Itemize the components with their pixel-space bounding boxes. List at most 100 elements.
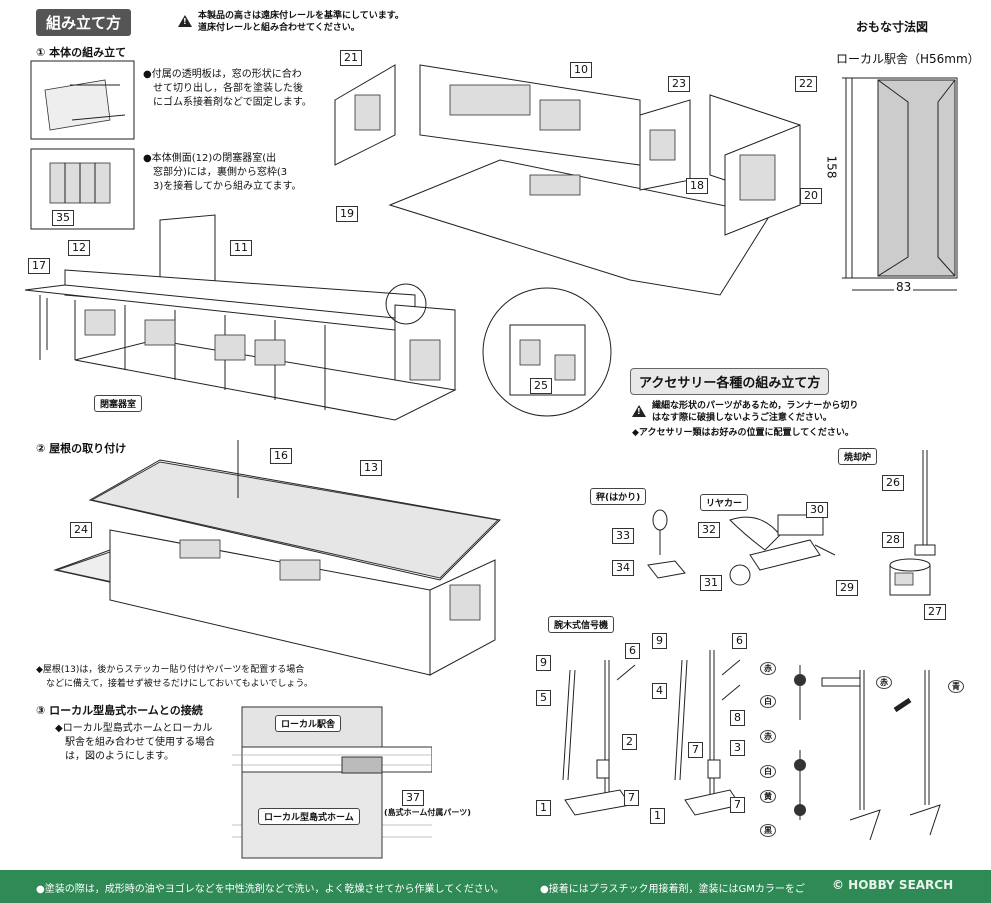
part-10: 10	[570, 62, 592, 78]
step2-note-line2: などに備えて，接着せず被せるだけにしておいてもよいでしょう。	[46, 679, 313, 689]
dimension-height: 158	[824, 155, 839, 179]
step1-window-illustration	[30, 60, 135, 140]
accessories-title: アクセサリー各種の組み立て方	[630, 368, 830, 395]
part-20: 20	[800, 188, 822, 204]
color-red-b: 赤	[876, 676, 892, 689]
part-5: 5	[536, 690, 551, 706]
part-7a: 7	[624, 790, 639, 806]
signal-color-diagram	[794, 665, 941, 841]
part-35: 34	[612, 560, 634, 576]
dimension-drawing	[842, 77, 958, 291]
part-1b: 1	[650, 808, 665, 824]
footer-right-text: ●接着にはプラスチック用接着剤，塗装にはGMカラーをご	[540, 884, 805, 895]
part-28: 28	[882, 532, 904, 548]
part-6a: 6	[625, 643, 640, 659]
part-23: 23	[668, 76, 690, 92]
accessories-note: ◆アクセサリー類はお好みの位置に配置してください。	[632, 428, 854, 438]
step2-heading: ② 屋根の取り付け	[36, 442, 127, 455]
step1-note1-line1: ●付属の透明板は，窓の形状に合わ	[143, 69, 302, 80]
assembly-title: 組み立て方	[36, 9, 132, 36]
color-white-a: 白	[760, 695, 776, 708]
part-32: 32	[698, 522, 720, 538]
accessories-warning-line1: 繊細な形状のパーツがあるため，ランナーから切り	[652, 401, 859, 411]
platform-connection-illustration	[232, 706, 432, 859]
part-37: 37	[402, 790, 424, 806]
part-29: 29	[836, 580, 858, 596]
step1-note1-line3: にゴム系接着剤などで固定します。	[153, 97, 312, 108]
part-9a: 9	[536, 655, 551, 671]
part-33: 35	[52, 210, 74, 226]
part-13: 13	[360, 460, 382, 476]
step1-note1-line2: せて切り出し，各部を塗装した後	[153, 83, 303, 94]
part-37-label: (島式ホーム付属パーツ)	[384, 808, 471, 817]
accessories-warning-line2: はなす際に破損しないようご注意ください。	[652, 413, 832, 423]
scale-label: 秤(はかり)	[590, 488, 647, 505]
step1-note2-line3: 3)を接着してから組み立てます。	[153, 181, 302, 192]
dimension-width: 83	[894, 280, 914, 294]
zoom-detail-circle	[482, 287, 612, 417]
step1-note2-line2: 窓部分)には，裏側から窓枠(3	[153, 167, 288, 178]
exploded-base-illustration	[334, 64, 801, 296]
part-18: 18	[686, 178, 708, 194]
color-red-a: 赤	[760, 662, 776, 675]
warning-icon: !	[178, 14, 192, 27]
zoom-source-circle	[385, 283, 427, 325]
step3-note-line3: は，図のようにします。	[65, 751, 174, 762]
main-body-illustration	[24, 214, 457, 421]
part-21: 21	[340, 50, 362, 66]
assembly-warning-line2: 道床付レールと組み合わせてください。	[198, 23, 360, 33]
step1-frame-illustration	[30, 148, 135, 230]
part-6b: 6	[732, 633, 747, 649]
part-12: 12	[68, 240, 90, 256]
scale-illustration	[647, 509, 686, 579]
part-4: 4	[652, 683, 667, 699]
step1-note2-line1: ●本体側面(12)の閉塞器室(出	[143, 153, 277, 164]
color-blue: 青	[948, 680, 964, 693]
part-2: 2	[622, 734, 637, 750]
dimensions-title: おもな寸法図	[856, 20, 929, 34]
color-black: 黒	[760, 824, 776, 837]
roof-assembly-illustration	[53, 440, 502, 676]
part-27: 27	[924, 604, 946, 620]
signal-illustration-b	[674, 650, 741, 816]
part-9b: 9	[652, 633, 667, 649]
part-7b: 7	[688, 742, 703, 758]
step3-note-line1: ◆ローカル型島式ホームとローカル	[55, 723, 213, 734]
warning-icon: !	[632, 404, 646, 417]
footer-left-text: ●塗装の際は，成形時の油やヨゴレなどを中性洗剤などで洗い，よく乾燥させてから作業…	[36, 884, 504, 895]
part-1a: 1	[536, 800, 551, 816]
accessories-warning: !	[632, 400, 646, 419]
part-34: 33	[612, 528, 634, 544]
incinerator-label: 焼却炉	[838, 448, 878, 465]
part-26: 26	[882, 475, 904, 491]
dimensions-subtitle: ローカル駅舎（H56mm）	[836, 52, 980, 66]
color-yellow: 黄	[760, 790, 776, 803]
part-7c: 7	[730, 797, 745, 813]
part-30: 30	[806, 502, 828, 518]
signal-label: 腕木式信号機	[548, 616, 615, 633]
step3-heading: ③ ローカル型島式ホームとの接続	[36, 704, 203, 717]
assembly-warning-line1: 本製品の高さは遠床付レールを基準にしています。	[198, 11, 404, 21]
part-25: 25	[530, 378, 552, 394]
color-red-c: 赤	[760, 730, 776, 743]
step3-note-line2: 駅舎を組み合わせて使用する場合	[65, 737, 215, 748]
step2-note-line1: ◆屋根(13)は，後からステッカー貼り付けやパーツを配置する場合	[36, 665, 305, 675]
cart-label: リヤカー	[700, 494, 749, 511]
blocker-room-label: 閉塞器室	[94, 395, 143, 412]
part-3: 3	[730, 740, 745, 756]
step1-heading: ① 本体の組み立て	[36, 46, 127, 59]
part-24: 24	[70, 522, 92, 538]
assembly-warning: !	[178, 10, 192, 29]
footer-bar: ●塗装の際は，成形時の油やヨゴレなどを中性洗剤などで洗い，よく乾燥させてから作業…	[0, 870, 991, 903]
part-8: 8	[730, 710, 745, 726]
part-17: 17	[28, 258, 50, 274]
part-11: 11	[230, 240, 252, 256]
part-22: 22	[795, 76, 817, 92]
part-16: 16	[270, 448, 292, 464]
station-label: ローカル駅舎	[275, 715, 342, 732]
color-white-b: 白	[760, 765, 776, 778]
platform-label: ローカル型島式ホーム	[258, 808, 360, 825]
part-31: 31	[700, 575, 722, 591]
footer-watermark: © HOBBY SEARCH	[832, 878, 954, 892]
cart-illustration	[729, 514, 836, 586]
